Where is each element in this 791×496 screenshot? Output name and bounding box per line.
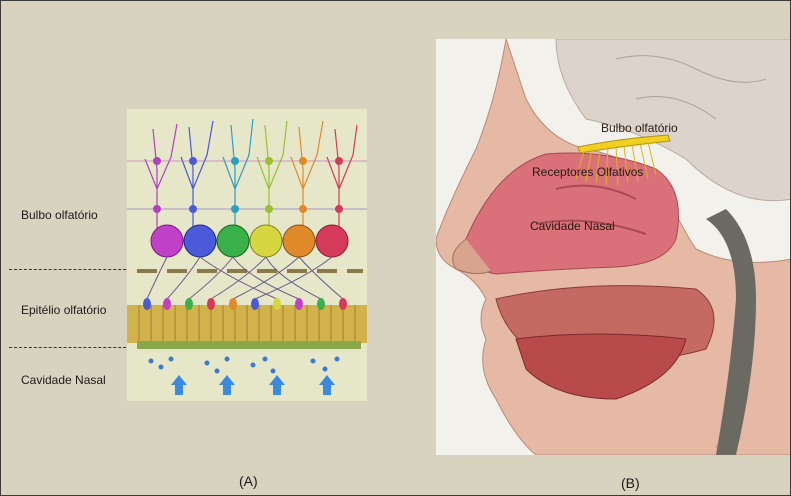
glomerulus [217,225,249,257]
divider-line-upper [9,269,141,270]
mucus-layer [137,341,361,349]
glomerulus [316,225,348,257]
glomerulus [151,225,183,257]
caption-b: (B) [621,475,640,491]
caption-a: (A) [239,473,258,489]
label-bulbo-olfatorio-a: Bulbo olfatório [21,208,98,222]
nasal-anatomy-svg: © [436,39,791,455]
label-receptores-olfativos: Receptores Olfativos [532,165,643,179]
label-cavidade-nasal-b: Cavidade Nasal [530,219,615,233]
divider-line-lower [9,347,141,348]
nasal-anatomy-illustration: © Bulbo olfatório Receptores Olfativos C… [436,39,791,455]
olfactory-pathway-svg [127,109,367,401]
olfactory-pathway-illustration [127,109,367,401]
label-bulbo-olfatorio-b: Bulbo olfatório [601,121,678,135]
glomerulus [250,225,282,257]
label-cavidade-nasal-a: Cavidade Nasal [21,373,106,387]
glomerulus [184,225,216,257]
watermark-text: © [716,444,721,451]
olfactory-epithelium [127,298,367,349]
label-epitelio-olfatorio: Epitélio olfatório [21,303,106,317]
glomerulus [283,225,315,257]
